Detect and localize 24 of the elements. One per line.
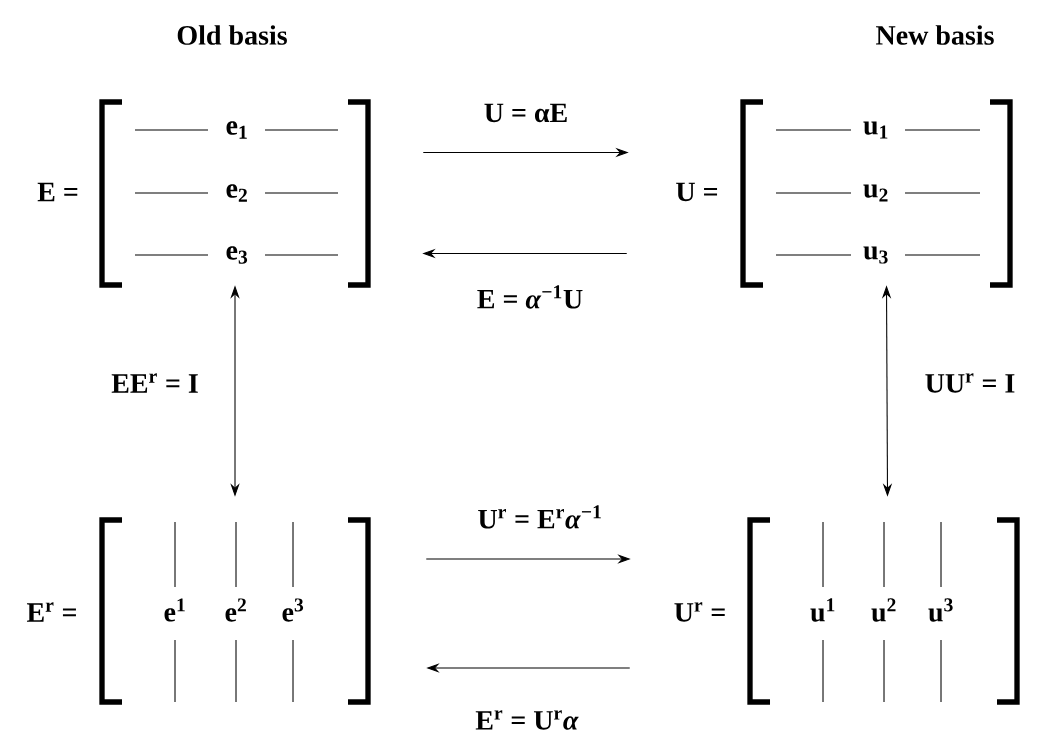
vector-entry: u$^{1}$ [810,598,835,622]
edge-label: U = αE [481,101,571,125]
edge-label: EE$^{r}$ = I [108,370,202,396]
vector-entry: e$^{2}$ [225,598,246,622]
vector-entry: u$_{1}$ [863,121,888,139]
vector-entry: e$^{1}$ [164,598,185,622]
vector-entry: e$_{3}$ [226,246,248,264]
matrix-label: U = [676,182,718,202]
matrix-label: E$^{r}$ = [27,602,76,622]
vector-entry: u$_{2}$ [863,184,888,202]
matrix-label: U$^{r}$ = [674,602,725,622]
matrix-label: E = [37,182,78,202]
vector-entry: u$_{3}$ [863,246,888,264]
vector-entry: e$^{3}$ [282,598,304,622]
edge-label: UU$^{r}$ = I [922,370,1018,396]
vector-entry: e$_{2}$ [226,184,247,202]
edge-label: E = α$^{−1}$U [474,282,586,312]
vector-entry: e$_{1}$ [226,121,247,139]
edge-label: U$^{r}$ = E$^{r}$α$^{−1}$ [474,502,606,532]
vector-entry: u$^{2}$ [871,598,896,622]
column-heading: New basis [876,25,994,45]
column-heading: Old basis [177,25,287,45]
vector-entry: u$^{3}$ [928,598,953,622]
edge-label: E$^{r}$ = U$^{r}$α [472,707,582,733]
